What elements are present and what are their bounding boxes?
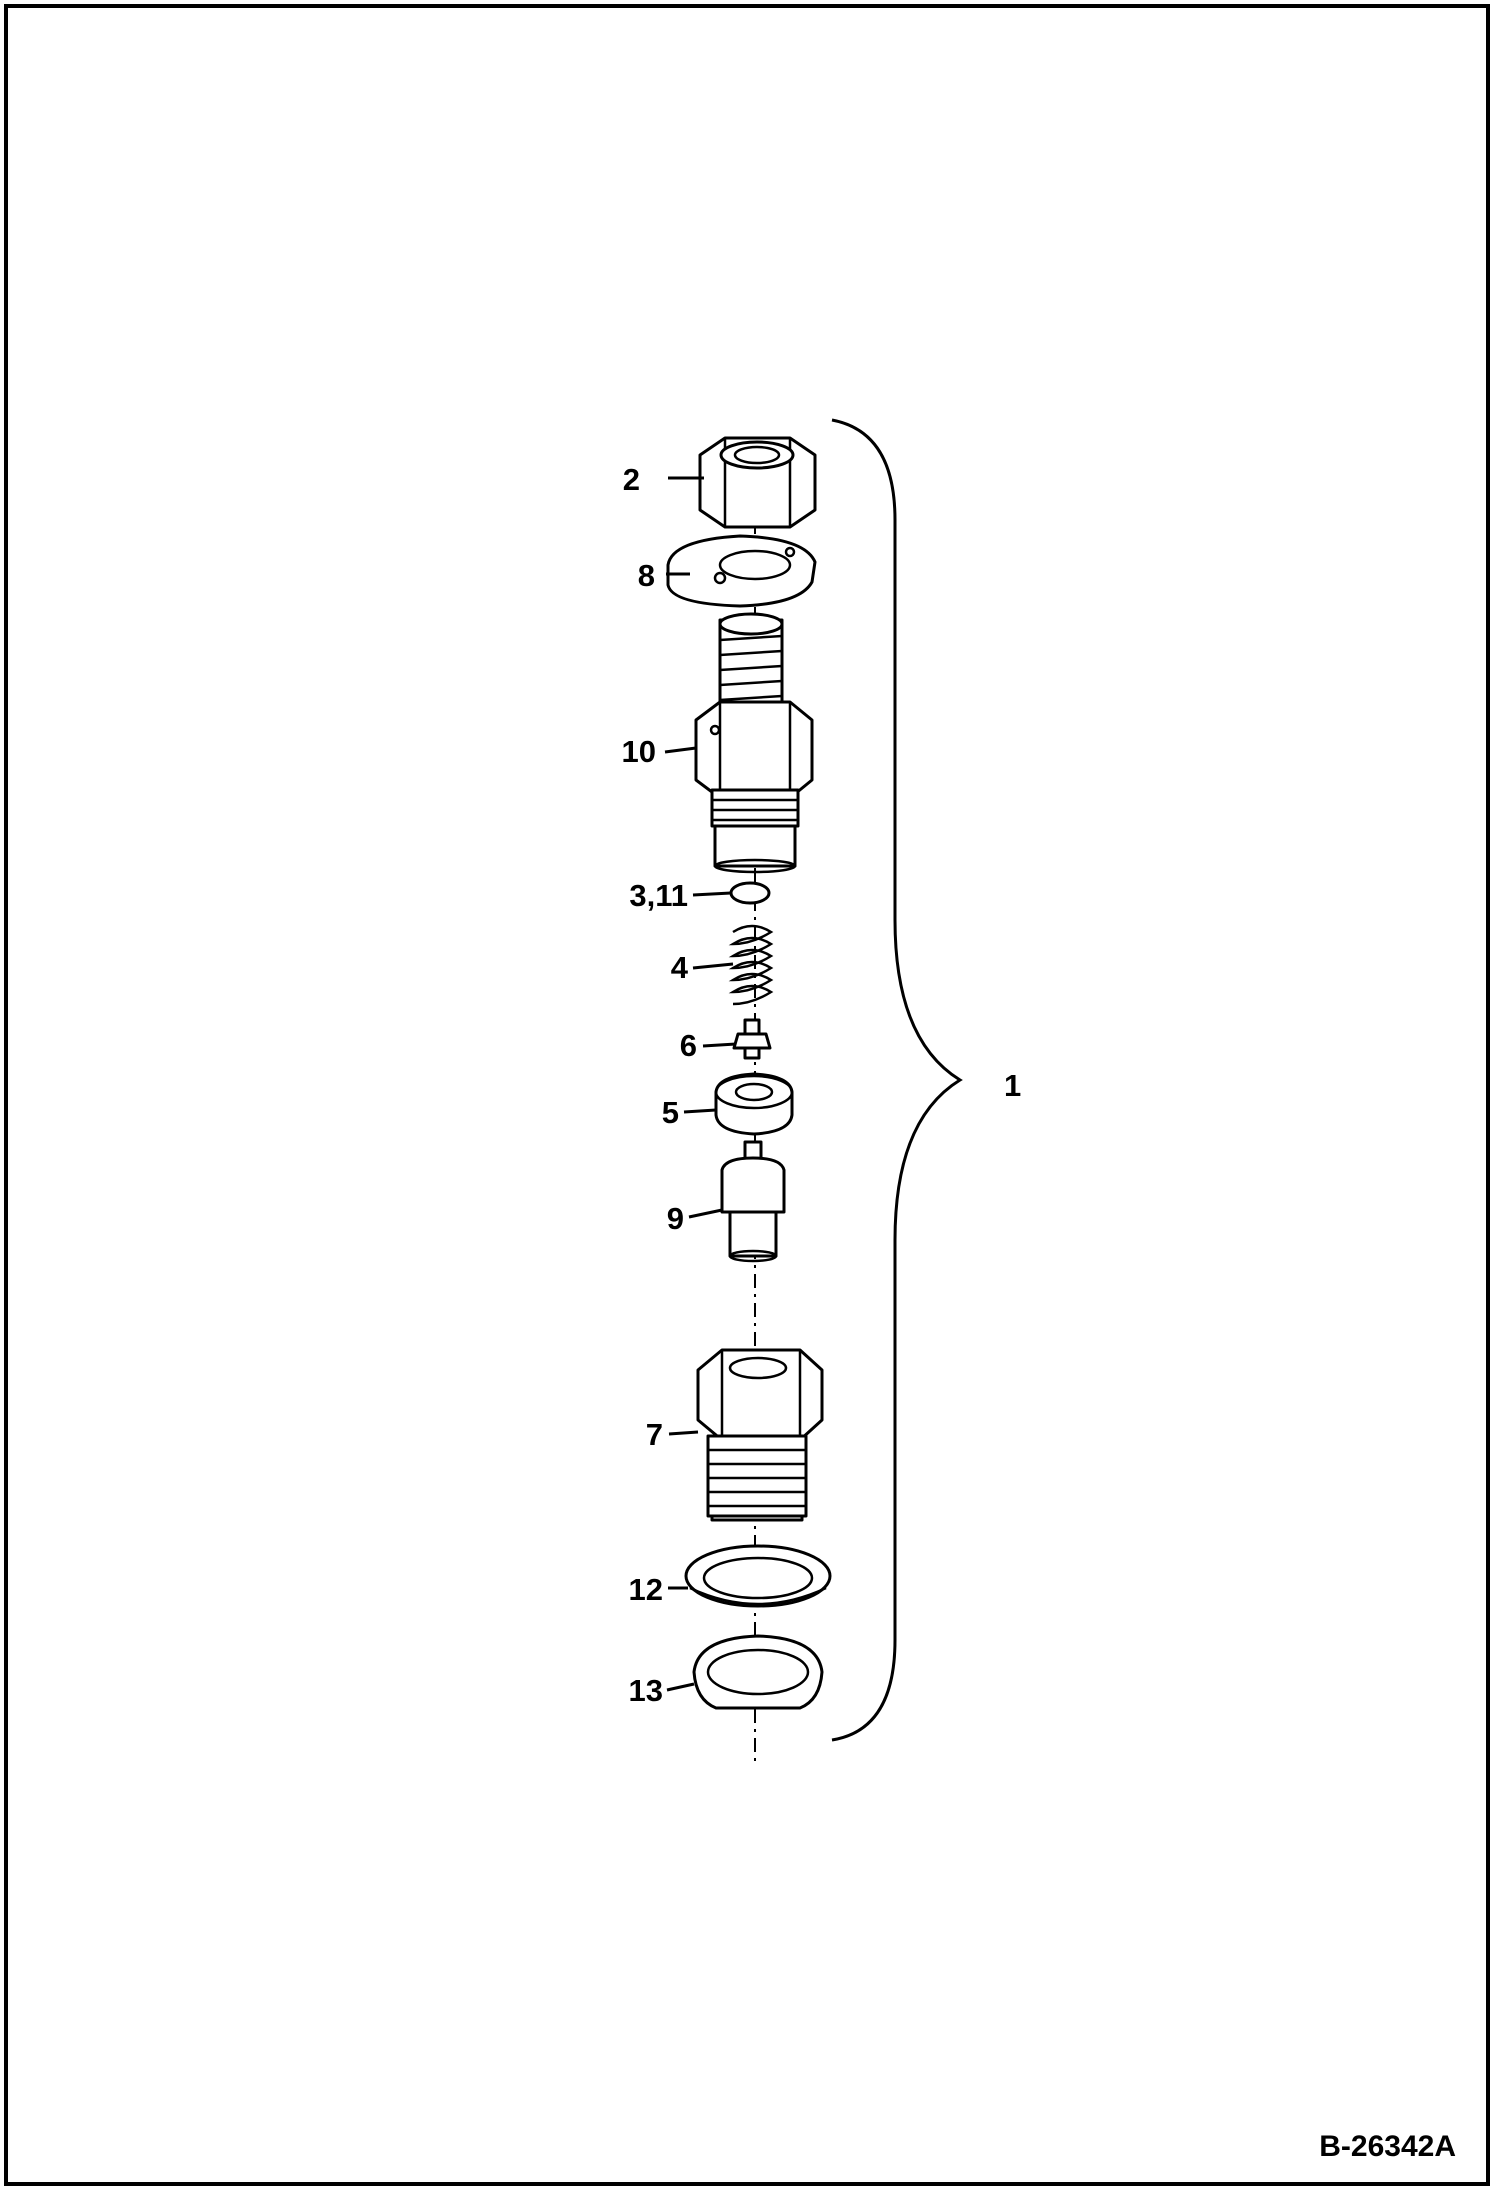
part-7-retaining-nut[interactable]: [696, 1348, 824, 1522]
callout-3-11: 3,11: [629, 878, 688, 913]
callout-13: 13: [629, 1673, 663, 1708]
callout-1: 1: [1004, 1068, 1021, 1103]
callout-12: 12: [629, 1572, 663, 1607]
leader-lines: [664, 476, 737, 1692]
part-6-push-rod[interactable]: [732, 1018, 772, 1060]
assembly-brace: [831, 418, 963, 1742]
part-13-heat-shield[interactable]: [692, 1634, 824, 1710]
callout-2: 2: [623, 462, 640, 497]
callout-10: 10: [622, 734, 656, 769]
part-9-nozzle[interactable]: [720, 1140, 786, 1263]
callout-8: 8: [638, 558, 655, 593]
part-4-spring[interactable]: [728, 924, 774, 1006]
page-border: [4, 4, 1490, 2186]
callout-5: 5: [662, 1095, 679, 1130]
callout-6: 6: [680, 1028, 697, 1063]
callout-4: 4: [671, 950, 689, 985]
callout-9: 9: [667, 1201, 684, 1236]
part-3-11-shim[interactable]: [729, 881, 771, 905]
part-2-hex-nut[interactable]: [698, 436, 817, 529]
part-5-spacer[interactable]: [714, 1072, 794, 1136]
part-10-holder-body[interactable]: [694, 612, 814, 874]
figure-id: B-26342A: [1319, 2130, 1456, 2163]
callout-7: 7: [646, 1417, 663, 1452]
part-12-ring-washer[interactable]: [684, 1544, 832, 1608]
part-8-washer[interactable]: [666, 534, 817, 608]
